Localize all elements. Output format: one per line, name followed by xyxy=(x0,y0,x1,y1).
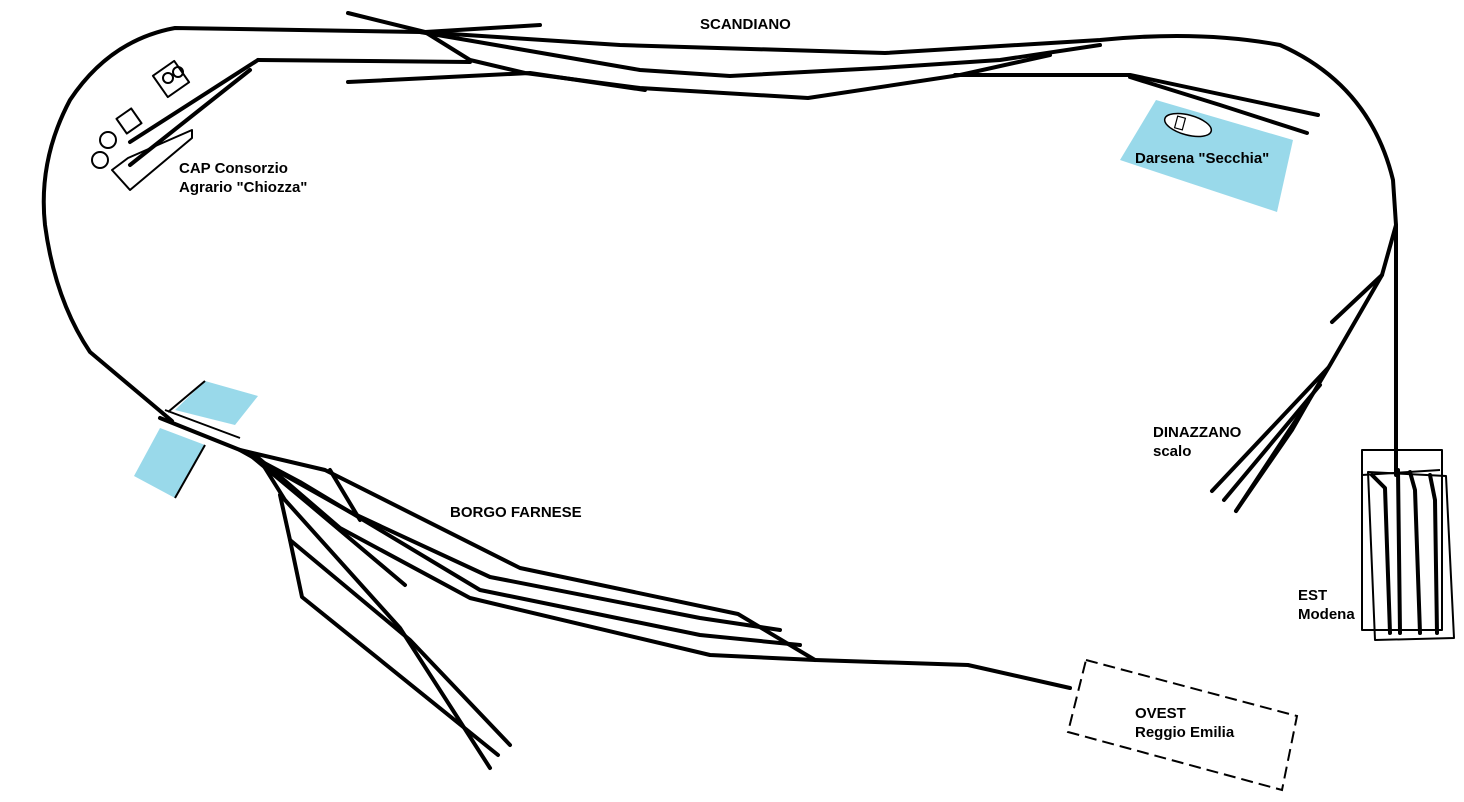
dinazzano-label-line1: DINAZZANO xyxy=(1153,424,1242,441)
ovest-staging-box xyxy=(1066,658,1299,792)
river-bridge-track xyxy=(158,416,242,452)
cap-consorzio-label-line2: Agrario "Chiozza" xyxy=(179,179,307,196)
warehouse-shape xyxy=(111,129,193,191)
dinazzano-label-line2: scalo xyxy=(1153,443,1191,460)
ovest-line-track xyxy=(813,658,1072,690)
scandiano-station-tracks xyxy=(256,11,1320,135)
silo-box xyxy=(151,59,191,99)
main-loop-track xyxy=(41,26,1398,513)
borgo-farnese-label: BORGO FARNESE xyxy=(450,504,582,521)
est-label-line1: EST xyxy=(1298,587,1327,604)
tank-circle-1 xyxy=(91,151,109,169)
tank-circle-2 xyxy=(99,131,117,149)
bridge-rail-top xyxy=(164,409,241,439)
darsena-label: Darsena "Secchia" xyxy=(1135,150,1269,167)
est-label-line2: Modena xyxy=(1298,606,1355,623)
river-bank-lower xyxy=(174,444,206,499)
est-staging-yard xyxy=(1361,449,1455,641)
cap-consorzio-label-line1: CAP Consorzio xyxy=(179,160,288,177)
darsena-water xyxy=(1120,100,1293,212)
cap-consorzio-siding xyxy=(91,58,260,191)
ovest-label-line2: Reggio Emilia xyxy=(1135,724,1235,741)
est-staging-box-back xyxy=(1361,449,1443,631)
silo-square xyxy=(115,107,143,135)
est-staging-box-front xyxy=(1367,471,1455,641)
river-lower-water xyxy=(134,428,205,498)
river-upper-water xyxy=(175,381,258,425)
boat-icon xyxy=(1163,112,1213,138)
scandiano-label: SCANDIANO xyxy=(700,16,791,33)
borgo-farnese-station-tracks xyxy=(238,448,817,770)
dinazzano-scalo-tracks xyxy=(1210,273,1384,513)
ovest-label-line1: OVEST xyxy=(1135,705,1186,722)
river-bank-upper xyxy=(167,380,206,413)
